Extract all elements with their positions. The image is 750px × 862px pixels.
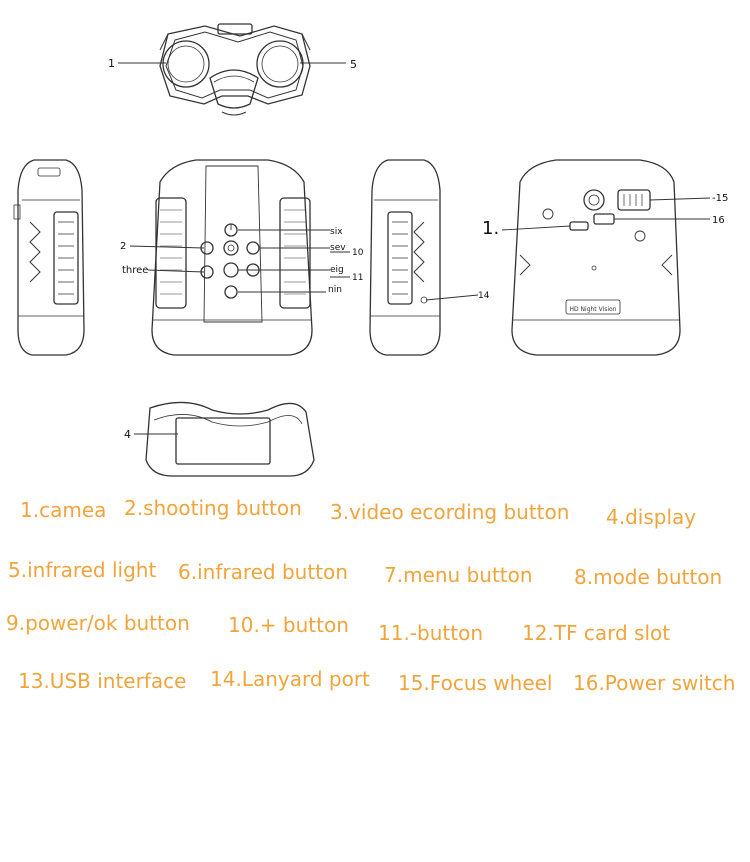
left-lens-icon <box>162 40 210 88</box>
callout-10: 10 <box>352 248 364 258</box>
legend-item-1: 1.camea <box>20 498 107 522</box>
legend-item-10: 10.+ button <box>228 613 349 637</box>
menu-button-icon <box>246 241 260 255</box>
focus-wheel-hub-icon <box>583 189 605 211</box>
legend-item-3: 3.video ecording button <box>330 500 570 524</box>
legend-item-7: 7.menu button <box>384 563 533 587</box>
left-side-view <box>13 159 85 356</box>
callout-16: 16 <box>712 215 725 226</box>
callout-3: three <box>122 265 148 276</box>
right-side-view <box>369 159 441 356</box>
right-lens-icon <box>256 40 304 88</box>
power-ok-button-icon <box>223 240 239 256</box>
front-button-view <box>151 159 313 356</box>
legend-item-14: 14.Lanyard port <box>210 667 370 691</box>
power-switch-icon <box>593 213 615 225</box>
callout-6: six <box>330 227 343 237</box>
legend-item-12: 12.TF card slot <box>522 621 671 645</box>
callout-2: 2 <box>120 241 126 252</box>
minus-button-icon <box>224 285 238 299</box>
legend-item-16: 16.Power switch <box>573 671 736 695</box>
callout-14: 14 <box>478 291 490 301</box>
legend-item-15: 15.Focus wheel <box>398 671 553 695</box>
legend-item-6: 6.infrared button <box>178 560 348 584</box>
callout-11: 11 <box>352 273 363 283</box>
legend-item-4: 4.display <box>606 505 697 529</box>
callout-5: 5 <box>350 58 357 71</box>
back-label-text: HD Night Vision <box>570 306 617 313</box>
legend-item-9: 9.power/ok button <box>6 611 190 635</box>
legend-item-5: 5.infrared light <box>8 558 157 582</box>
top-view <box>159 23 311 116</box>
callout-8: eig <box>330 265 344 275</box>
display-view <box>145 401 315 477</box>
legend-item-8: 8.mode button <box>574 565 723 589</box>
tf-card-slot-icon <box>569 221 589 231</box>
callout-labels: 1 5 2 three six sev 10 eig 11 nin 14 1. … <box>108 57 728 441</box>
legend-item-11: 11.-button <box>378 621 483 645</box>
leader-lines <box>118 62 711 435</box>
mode-button-icon <box>223 262 239 278</box>
callout-15: -15 <box>712 193 728 204</box>
back-view <box>511 159 681 356</box>
callout-4: 4 <box>124 428 131 441</box>
legend-item-13: 13.USB interface <box>18 669 187 693</box>
callout-7: sev <box>330 243 346 253</box>
callout-9: nin <box>328 285 342 295</box>
legend-item-2: 2.shooting button <box>124 496 302 520</box>
callout-1: 1 <box>108 57 115 70</box>
callout-12: 1. <box>482 218 499 239</box>
focus-wheel-icon <box>617 189 651 211</box>
display-screen <box>175 417 271 465</box>
